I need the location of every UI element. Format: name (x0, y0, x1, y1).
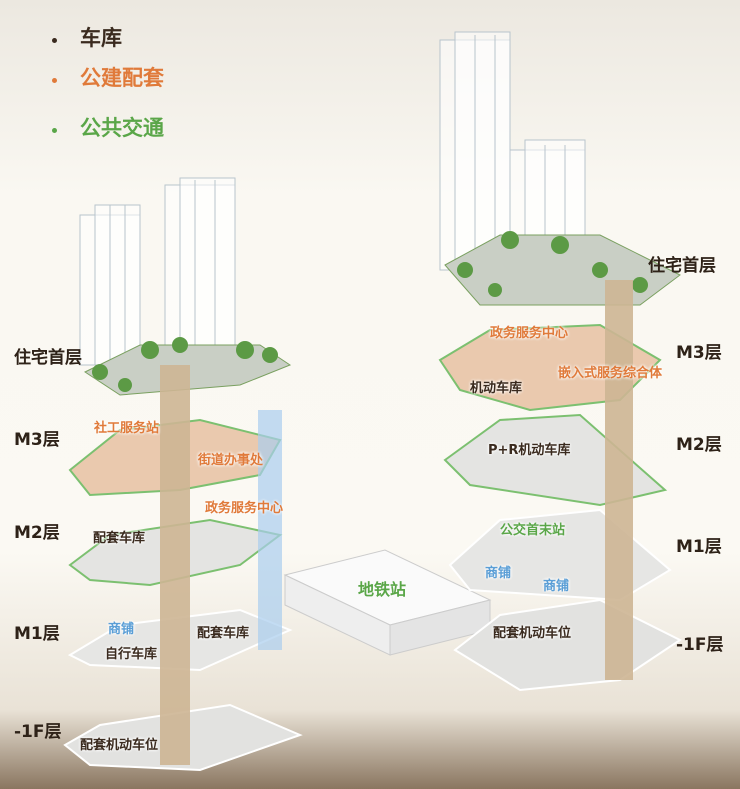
label-gov-center-left: 政务服务中心 (205, 501, 284, 516)
right-floor-m1: M1层 (676, 537, 722, 557)
right-floor-b1: -1F层 (676, 635, 724, 655)
right-floor-residential: 住宅首层 (648, 256, 716, 276)
left-floor-m2: M2层 (14, 523, 60, 543)
label-m2-garage: 配套车库 (93, 531, 146, 546)
label-metro-station: 地铁站 (358, 580, 407, 599)
left-floor-b1: -1F层 (14, 722, 62, 742)
right-towers (439, 31, 586, 273)
legend-bullet-transit (52, 128, 57, 133)
label-shops-right-1: 商铺 (485, 566, 512, 581)
label-gov-center-right: 政务服务中心 (490, 326, 569, 341)
label-m1-garage: 配套车库 (197, 626, 250, 641)
label-service-complex: 嵌入式服务综合体 (558, 366, 663, 381)
label-bus-terminal: 公交首末站 (500, 523, 566, 538)
left-floor-m1: M1层 (14, 624, 60, 644)
left-floor-residential: 住宅首层 (14, 348, 82, 368)
legend-public-facilities: 公建配套 (80, 66, 164, 90)
right-trees (457, 231, 648, 297)
legend-bullet-public (52, 78, 57, 83)
label-motor-garage: 机动车库 (470, 381, 523, 396)
legend-garage: 车库 (80, 26, 122, 50)
legend-public-transit: 公共交通 (80, 116, 164, 140)
label-social-station: 社工服务站 (94, 421, 160, 436)
label-shops-right-2: 商铺 (543, 579, 570, 594)
label-bike-garage: 自行车库 (105, 647, 158, 662)
left-towers (79, 177, 236, 369)
label-street-office: 街道办事处 (198, 453, 264, 468)
left-floor-m3: M3层 (14, 430, 60, 450)
legend-bullet-garage (52, 38, 57, 43)
right-floor-m2: M2层 (676, 435, 722, 455)
label-parking-left: 配套机动车位 (80, 738, 159, 753)
label-parking-right: 配套机动车位 (493, 626, 572, 641)
metro-station-block (283, 549, 492, 656)
label-pr-garage: P+R机动车库 (488, 443, 571, 458)
label-shops-left: 商铺 (108, 622, 135, 637)
left-core (160, 365, 190, 765)
left-glass-shaft (258, 410, 282, 650)
left-trees (92, 337, 278, 392)
right-floor-m3: M3层 (676, 343, 722, 363)
right-core (605, 280, 633, 680)
